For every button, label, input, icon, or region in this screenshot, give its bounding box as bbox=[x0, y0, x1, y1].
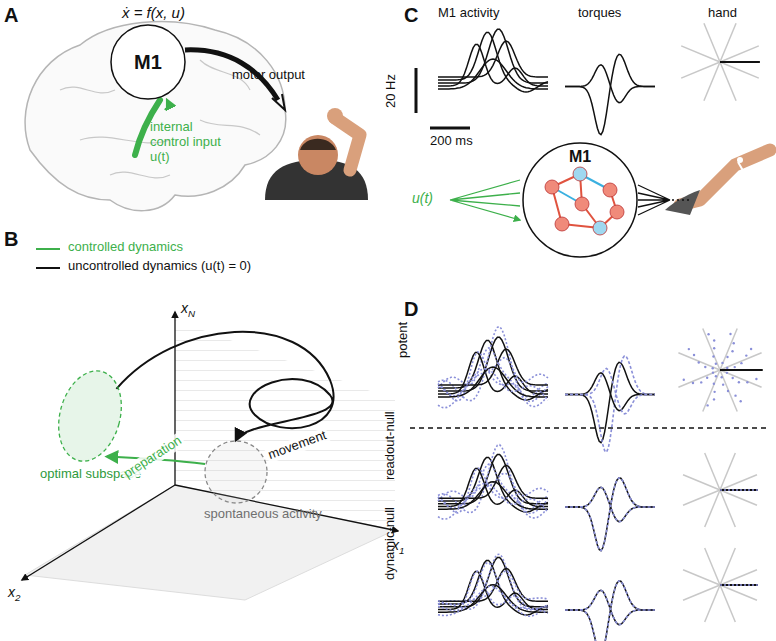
panel-letter: C bbox=[404, 4, 418, 27]
subspace-ellipse: optimal subspace bbox=[58, 368, 122, 464]
annotation: torques bbox=[578, 6, 621, 21]
legend-sample bbox=[36, 263, 62, 273]
node-label: M1 bbox=[569, 148, 591, 166]
annotation: dynamic-null bbox=[383, 507, 398, 580]
person-figure bbox=[265, 108, 368, 200]
annotation: u(t) bbox=[412, 190, 433, 206]
annotation: readout-null bbox=[383, 411, 398, 480]
control-arrow bbox=[165, 100, 168, 110]
annotation: internal control input u(t) bbox=[150, 120, 230, 165]
annotation: motor output bbox=[232, 68, 305, 83]
input-arrows bbox=[450, 180, 520, 220]
annotation: x2 bbox=[8, 584, 20, 603]
brain-outline bbox=[25, 22, 286, 211]
annotation: M1 activity bbox=[438, 6, 499, 21]
annotation: potent bbox=[396, 322, 411, 358]
node-label: M1 bbox=[134, 51, 162, 74]
node-outline bbox=[58, 368, 122, 464]
legend-sample bbox=[36, 244, 62, 254]
annotation: ẋ = f(x, u) bbox=[122, 4, 185, 21]
state-space-axes bbox=[22, 312, 398, 600]
node-outline bbox=[204, 440, 268, 504]
readout-lines bbox=[638, 185, 670, 215]
panel-letter: B bbox=[4, 228, 18, 251]
panel-letter: A bbox=[4, 4, 18, 27]
spontaneous-region: spontaneous activity bbox=[204, 440, 268, 504]
panel-letter: D bbox=[404, 298, 418, 321]
legend-text: controlled dynamics bbox=[68, 240, 183, 255]
legend-text: uncontrolled dynamics (u(t) = 0) bbox=[68, 259, 251, 274]
node-label: spontaneous activity bbox=[204, 506, 322, 521]
annotation: hand bbox=[708, 6, 737, 21]
annotation: xN bbox=[181, 300, 195, 319]
m1-circle: M1 bbox=[110, 24, 186, 100]
trajectory-arrow bbox=[116, 332, 333, 440]
annotation: 20 Hz bbox=[384, 74, 399, 108]
annotation: 200 ms bbox=[430, 134, 473, 149]
arm-figure bbox=[665, 150, 770, 215]
row-divider bbox=[410, 427, 770, 429]
m1-circle: M1 bbox=[522, 142, 638, 258]
